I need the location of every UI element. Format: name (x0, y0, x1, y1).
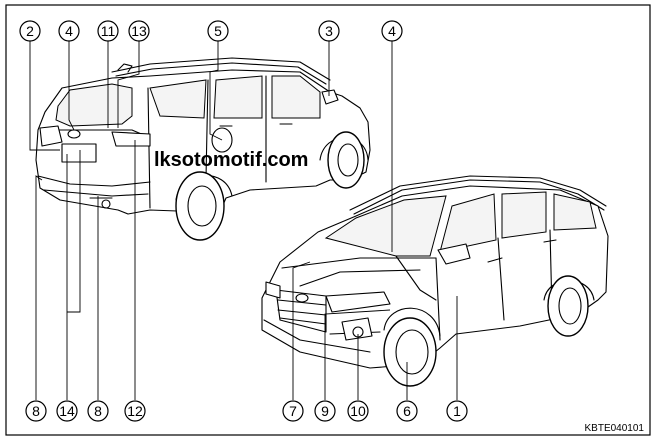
callout-8-left: 8 (25, 400, 47, 422)
callout-number: 8 (94, 403, 102, 419)
callout-number: 13 (131, 23, 147, 39)
callout-leader-lines (29, 41, 458, 400)
callout-5: 5 (207, 20, 229, 42)
callout-4-rear: 4 (58, 20, 80, 42)
callout-number: 2 (26, 23, 34, 39)
callout-1: 1 (446, 400, 468, 422)
rear-view-car-illustration (35, 57, 371, 241)
front-view-car-illustration (261, 175, 609, 387)
callout-7: 7 (282, 400, 304, 422)
callout-number: 4 (65, 23, 73, 39)
callout-10: 10 (347, 400, 369, 422)
callout-number: 11 (101, 23, 116, 39)
callout-number: 8 (32, 403, 40, 419)
callout-8-right: 8 (87, 400, 109, 422)
callout-number: 12 (127, 403, 143, 419)
figure-code: KBTE040101 (585, 423, 645, 434)
callout-number: 9 (321, 403, 329, 419)
callout-4-front: 4 (381, 20, 403, 42)
callout-number: 1 (453, 403, 461, 419)
callout-3: 3 (318, 20, 340, 42)
callout-14: 14 (56, 400, 78, 422)
callout-number: 10 (350, 403, 366, 419)
callout-11: 11 (97, 20, 119, 42)
callout-12: 12 (124, 400, 146, 422)
callout-2: 2 (19, 20, 41, 42)
callout-number: 7 (289, 403, 297, 419)
callout-number: 4 (388, 23, 396, 39)
callout-number: 14 (59, 403, 75, 419)
callout-9: 9 (314, 400, 336, 422)
callout-number: 5 (214, 23, 222, 39)
callout-6: 6 (396, 400, 418, 422)
callout-number: 3 (325, 23, 333, 39)
watermark-text: lksotomotif.com (154, 149, 308, 171)
callout-13: 13 (128, 20, 150, 42)
callout-number: 6 (403, 403, 411, 419)
